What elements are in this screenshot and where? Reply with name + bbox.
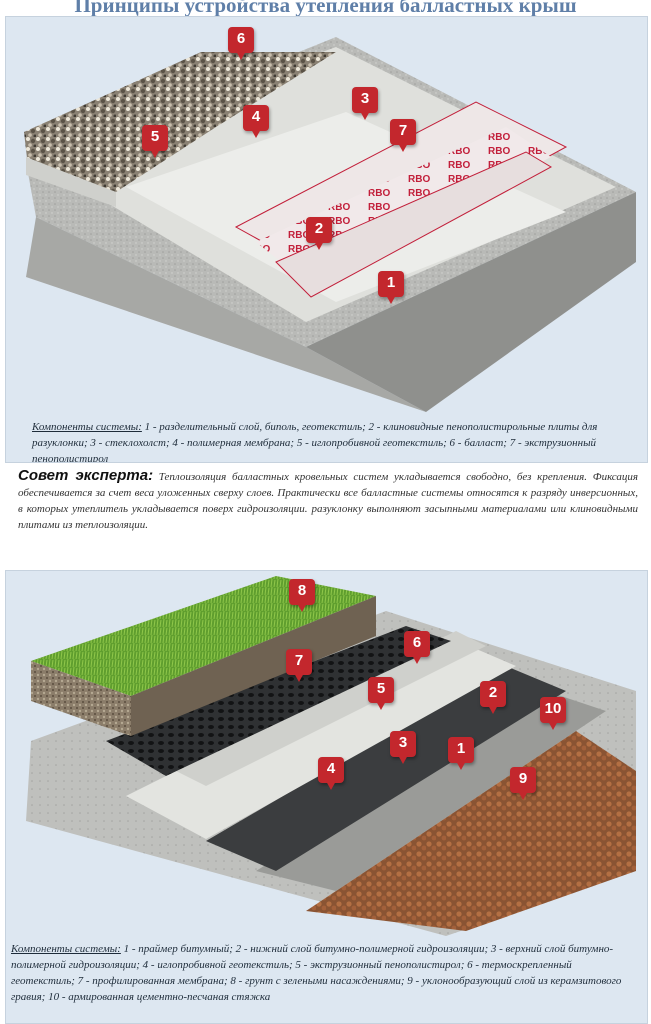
marker-1: 1 (448, 737, 474, 771)
marker-5: 5 (368, 677, 394, 711)
top-components-caption: Компоненты системы: 1 - разделительный с… (32, 419, 632, 463)
marker-3: 3 (352, 87, 378, 121)
marker-6: 6 (404, 631, 430, 665)
marker-7: 7 (286, 649, 312, 683)
expert-tip-title: Совет эксперта: (18, 467, 153, 484)
marker-5: 5 (142, 125, 168, 159)
marker-4: 4 (243, 105, 269, 139)
top-components-label: Компоненты системы: (32, 421, 142, 433)
marker-2: 2 (306, 217, 332, 251)
marker-6: 6 (228, 27, 254, 61)
bottom-components-caption: Компоненты системы: 1 - праймер битумный… (11, 941, 636, 1005)
marker-4: 4 (318, 757, 344, 791)
green-roof-illustration-panel: 8 6 7 5 2 10 3 1 4 9 Компоненты системы:… (5, 570, 648, 1024)
green-roof-layers-illustration (6, 571, 647, 936)
marker-2: 2 (480, 681, 506, 715)
marker-7: 7 (390, 119, 416, 153)
marker-3: 3 (390, 731, 416, 765)
bottom-components-label: Компоненты системы: (11, 943, 121, 955)
marker-1: 1 (378, 271, 404, 305)
ballast-roof-illustration-panel: RBO 6 3 4 5 7 2 1 Компоненты системы: 1 … (5, 16, 648, 463)
expert-tip: Совет эксперта: Теплоизоляция балластных… (18, 468, 638, 533)
marker-10: 10 (540, 697, 566, 731)
marker-8: 8 (289, 579, 315, 613)
marker-9: 9 (510, 767, 536, 801)
